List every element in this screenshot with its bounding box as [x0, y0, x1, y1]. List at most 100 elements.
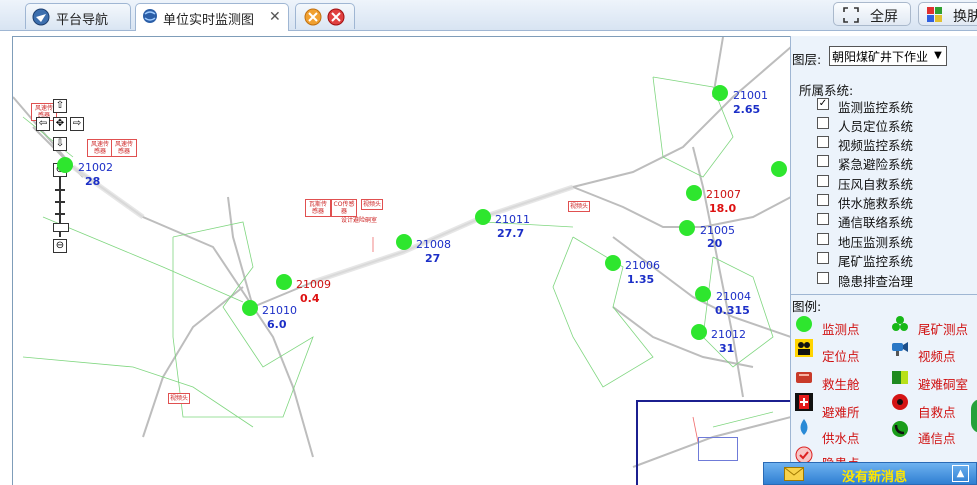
phone-icon [892, 421, 908, 437]
checkbox-monitor-system[interactable]: ✓ [817, 98, 829, 110]
self-rescue-icon [892, 394, 908, 410]
point-value: 18.0 [709, 202, 737, 215]
green-cluster-icon [892, 316, 908, 331]
close-all-icon[interactable] [327, 8, 345, 26]
legend-item-label: 避难所 [822, 405, 860, 420]
tab-platform-nav[interactable]: 平台导航 [25, 3, 131, 29]
tunnel-note: 设计避险硐室 [341, 217, 378, 224]
zoom-tick [55, 213, 65, 215]
point-id: 21008 [416, 238, 451, 251]
checkbox-comm-system[interactable] [817, 213, 829, 225]
zoom-tick [55, 201, 65, 203]
legend-item-label: 通信点 [918, 431, 956, 446]
legend-item-label: 监测点 [822, 322, 860, 337]
system-name: 监测监控系统 [838, 100, 914, 115]
checkbox-personnel-system[interactable] [817, 117, 829, 129]
center-icon[interactable]: ✥ [53, 117, 67, 131]
monitor-point[interactable] [771, 161, 787, 177]
close-tab-icon[interactable]: ✕ [269, 9, 281, 25]
zoom-slider-handle[interactable] [53, 223, 69, 232]
point-id: 21002 [78, 161, 113, 174]
point-id: 21004 [716, 290, 751, 303]
layer-label: 图层: [792, 52, 822, 67]
tab-realtime-monitor[interactable]: 单位实时监测图 ✕ [135, 3, 289, 31]
map-nav-control: ⇧ ⇦ ✥ ⇨ ⇩ ⊕ ⊖ [33, 97, 93, 257]
checkbox-air-system[interactable] [817, 175, 829, 187]
minimize-tab-icon[interactable] [304, 8, 322, 26]
pan-left-icon[interactable]: ⇦ [36, 117, 50, 131]
point-value: 28 [85, 175, 101, 188]
pan-right-icon[interactable]: ⇨ [70, 117, 84, 131]
monitor-point[interactable] [679, 220, 695, 236]
monitor-point[interactable] [712, 85, 728, 101]
point-value: 0.4 [300, 292, 320, 305]
monitor-point[interactable] [695, 286, 711, 302]
side-expand-tab[interactable] [971, 399, 977, 433]
monitor-point[interactable] [475, 209, 491, 225]
point-id: 21005 [700, 224, 735, 237]
legend-item-label: 视频点 [918, 349, 956, 364]
overview-viewport[interactable] [698, 437, 738, 461]
green-dot-icon [796, 316, 812, 332]
tab-controls [295, 3, 355, 29]
point-value: 0.315 [715, 304, 750, 317]
point-value: 2.65 [733, 103, 761, 116]
pan-down-icon[interactable]: ⇩ [53, 137, 67, 151]
collapse-icon[interactable]: ▲ [952, 465, 969, 482]
system-name: 压风自救系统 [838, 177, 914, 192]
zoom-track [59, 177, 61, 237]
lifeboat-icon [796, 372, 812, 383]
point-id: 21007 [706, 188, 741, 201]
tab-bar: 平台导航 单位实时监测图 ✕ 全屏 换肤 [0, 0, 977, 31]
monitor-point[interactable] [396, 234, 412, 250]
globe-icon [143, 9, 157, 23]
legend-item-label: 尾矿测点 [918, 322, 969, 337]
overview-map-frame[interactable] [636, 400, 790, 485]
video-note: 视频头 [568, 201, 590, 212]
point-id: 21006 [625, 259, 660, 272]
system-name: 地压监测系统 [838, 235, 914, 250]
fullscreen-label: 全屏 [870, 9, 898, 25]
legend-item-label: 供水点 [822, 431, 860, 446]
water-drop-icon [800, 419, 808, 435]
mine-map[interactable]: 风速传感器 风速传感器 风速传感器 瓦斯传感器 CO传感器 视频头 视频头 视频… [12, 36, 790, 485]
video-note: 视频头 [361, 199, 383, 210]
point-id: 21011 [495, 213, 530, 226]
checkbox-video-system[interactable] [817, 136, 829, 148]
checkbox-water-system[interactable] [817, 194, 829, 206]
message-bar[interactable]: 没有新消息 ▲ [763, 462, 977, 485]
checkbox-tailings-system[interactable] [817, 252, 829, 264]
monitor-point[interactable] [686, 185, 702, 201]
sensor-note: 瓦斯传感器 [305, 199, 331, 217]
palette-icon [927, 7, 942, 22]
monitor-point[interactable] [691, 324, 707, 340]
tab-label: 单位实时监测图 [163, 13, 255, 28]
point-value: 20 [707, 237, 723, 250]
monitor-point[interactable] [242, 300, 258, 316]
expand-icon [843, 7, 859, 23]
person-locate-icon [795, 339, 813, 357]
layer-panel: 图层: 朝阳煤矿井下作业 ▼ 所属系统: ✓ 监测监控系统 人员定位系统 视频监… [790, 36, 977, 485]
monitor-point[interactable] [57, 157, 73, 173]
legend-item-label: 救生舱 [822, 377, 860, 392]
legend-item-label: 避难硐室 [918, 377, 969, 392]
legend-item-label: 定位点 [822, 349, 860, 364]
legend-item-label: 自救点 [918, 405, 956, 420]
sensor-note: CO传感器 [331, 199, 357, 217]
checkbox-pressure-system[interactable] [817, 233, 829, 245]
pan-up-icon[interactable]: ⇧ [53, 99, 67, 113]
layer-select[interactable]: 朝阳煤矿井下作业 ▼ [829, 46, 947, 66]
checkbox-refuge-system[interactable] [817, 155, 829, 167]
system-name: 供水施救系统 [838, 196, 914, 211]
sensor-note: 风速传感器 [111, 139, 137, 157]
panel-divider [791, 294, 977, 295]
zoom-out-icon[interactable]: ⊖ [53, 239, 67, 253]
monitor-point[interactable] [605, 255, 621, 271]
tunnel-network [13, 37, 790, 468]
message-text: 没有新消息 [842, 470, 908, 485]
fullscreen-button[interactable]: 全屏 [833, 2, 911, 26]
chevron-down-icon: ▼ [934, 50, 942, 61]
skin-button[interactable]: 换肤 [918, 2, 977, 26]
checkbox-hazard-system[interactable] [817, 272, 829, 284]
monitor-point[interactable] [276, 274, 292, 290]
